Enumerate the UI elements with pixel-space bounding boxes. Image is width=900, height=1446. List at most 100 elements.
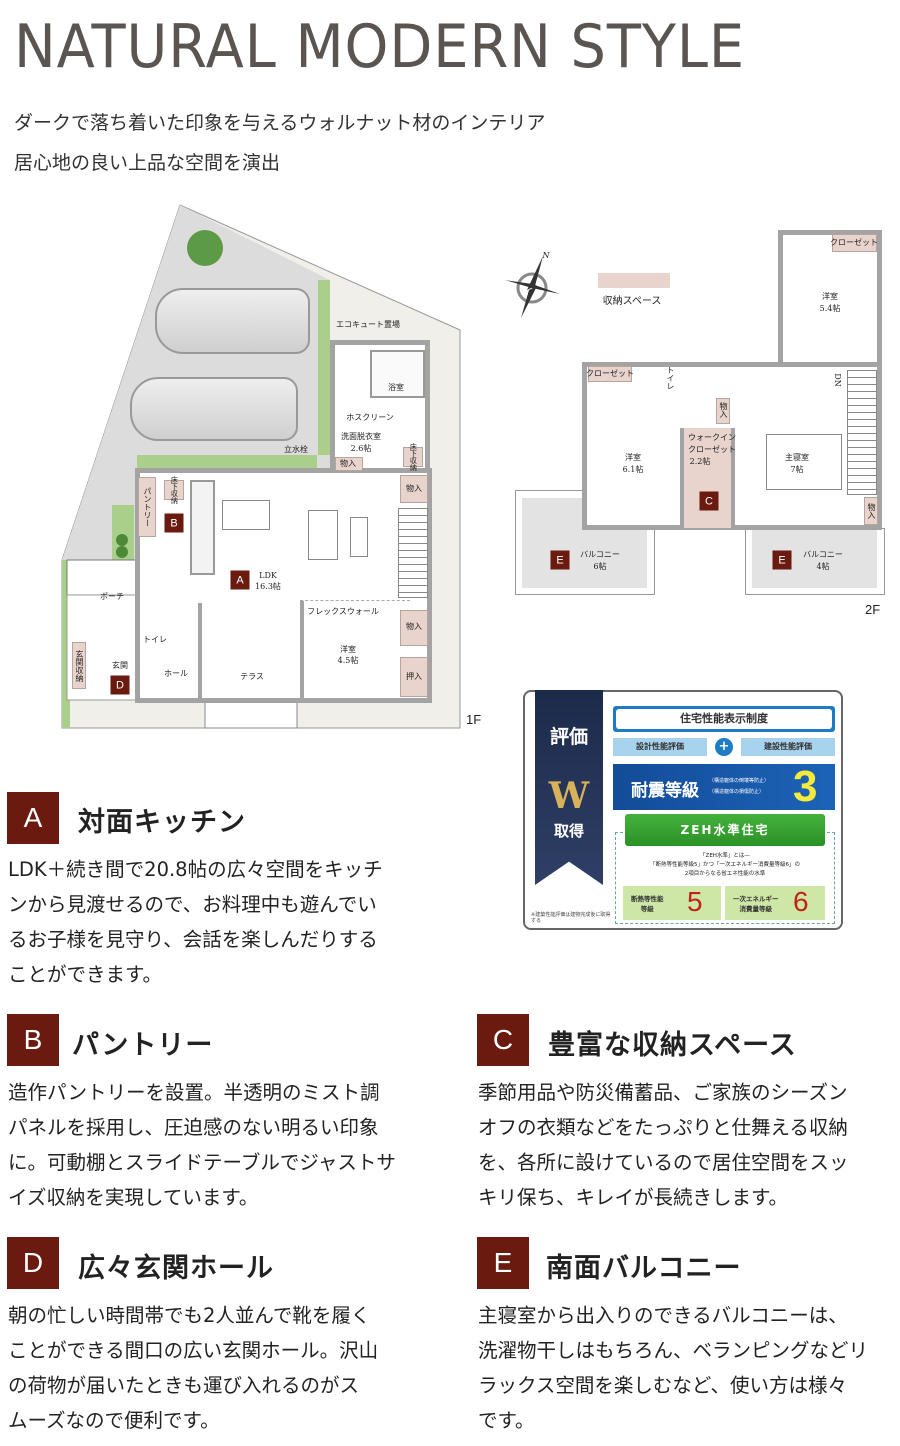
performance-badge: 評価 W 取得 ※建築性能評価は建物完成後に取得する 住宅性能表示制度 設計性能…: [523, 690, 843, 930]
label-underfloor-storage: 床下収納: [409, 443, 418, 471]
section-marker: A: [7, 792, 59, 844]
body-line: キリ保ち、キレイが長続きします。: [478, 1186, 789, 1209]
plus-icon: +: [715, 738, 733, 756]
zeh-banner: ZEH水準住宅: [625, 814, 825, 846]
section-marker: B: [7, 1014, 59, 1066]
body-line: 洗濯物干しはもちろん、ベランピングなどリ: [478, 1339, 869, 1362]
label-ldk-size: 16.3帖: [255, 582, 281, 591]
energy-panel: 一次エネルギー 消費量等級 6: [725, 886, 825, 920]
body-line: です。: [478, 1409, 535, 1432]
subtitle-line-2: 居心地の良い上品な空間を演出: [14, 152, 281, 174]
body-line: ンから見渡せるので、お料理中も遊んでい: [8, 893, 377, 916]
label-western-room: 洋室: [340, 645, 356, 654]
label-toilet: トイレ: [666, 366, 675, 390]
label-walk-in-size: 2.2帖: [689, 457, 711, 466]
body-line: ことができます。: [8, 963, 163, 986]
label-balcony: バルコニー: [580, 550, 620, 559]
quake-panel: 耐震等級 （構造躯体の倒壊等防止） （構造躯体の損傷防止） 3: [613, 762, 835, 811]
body-line: オフの衣類などをたっぷりと仕舞える収納: [478, 1116, 848, 1139]
label-hos-clean: ホスクリーン: [346, 413, 394, 422]
energy-label: 一次エネルギー 消費量等級: [733, 895, 779, 913]
label-faucet: 立水栓: [284, 445, 308, 454]
floor-plan-1f: エコキュート置場 浴室 ホスクリーン 洗面脱衣室 2.6帖 立水栓 物入 床下収…: [0, 0, 500, 740]
floor-label-2f: 2F: [865, 602, 881, 617]
label-pantry: パントリー: [143, 487, 152, 527]
construction-eval: 建設性能評価: [741, 738, 835, 756]
compass-icon: [505, 256, 560, 318]
legend-label: 収納スペース: [602, 295, 662, 307]
section-title: 南面バルコニー: [546, 1253, 742, 1284]
label-hall: ホール: [164, 669, 188, 678]
body-line: るお子様を見守り、会話を楽しんだりする: [8, 928, 378, 951]
label-washroom-size: 2.6帖: [350, 444, 372, 453]
tree-icon: [187, 230, 223, 266]
room-block-2f-north: [778, 230, 882, 367]
body-line: ことができる間口の広い玄関ホール。沢山: [8, 1339, 379, 1362]
label-flex-wall: フレックスウォール: [307, 607, 379, 616]
award-w: W: [548, 775, 590, 817]
section-title: パントリー: [72, 1030, 214, 1061]
insulation-grade: 5: [687, 886, 703, 917]
design-eval: 設計性能評価: [613, 738, 707, 756]
energy-grade: 6: [793, 886, 809, 917]
label-storage: 物入: [406, 484, 422, 493]
insulation-panel: 断熱等性能 等級 5: [623, 886, 721, 920]
body-line: ラックス空間を楽しむなど、使い方は様々: [478, 1374, 847, 1397]
label-porch: ポーチ: [100, 592, 124, 601]
award-sub: 取得: [553, 822, 584, 840]
quake-note: （構造躯体の倒壊等防止）: [709, 778, 770, 784]
ribbon-title: 評価: [549, 726, 588, 748]
body-line: を、各所に設けているので居住空間をスッ: [478, 1151, 849, 1174]
marker-c: C: [699, 491, 719, 511]
label-walk-in-closet: クローゼット: [688, 445, 736, 454]
floor-label-1f: 1F: [466, 712, 482, 727]
body-line: イズ収納を実現しています。: [8, 1186, 259, 1209]
section-marker: E: [477, 1237, 529, 1289]
badge-note: ※建築性能評価は建物完成後に取得する: [531, 912, 611, 924]
section-title: 豊富な収納スペース: [548, 1030, 797, 1061]
stairs: [398, 508, 428, 598]
quake-label: 耐震等級: [631, 781, 699, 801]
house-main: [135, 468, 432, 703]
compass-north: N: [542, 251, 550, 260]
label-balcony: バルコニー: [803, 550, 843, 559]
label-master-bedroom: 主寝室: [785, 453, 809, 462]
sofa-icon: [308, 510, 338, 560]
label-walk-in: ウォークイン: [688, 433, 736, 442]
label-storage: 物入: [406, 622, 422, 631]
section-title: 広々玄関ホール: [78, 1253, 274, 1284]
legend-swatch: [598, 273, 670, 288]
label-eco-cute: エコキュート置場: [336, 320, 400, 329]
zeh-desc: 2項目からなる省エネ性能の水準: [684, 871, 766, 877]
section-marker: C: [477, 1014, 529, 1066]
marker-a: A: [230, 570, 250, 590]
section-marker: D: [7, 1237, 59, 1289]
label-closet: クローゼット: [586, 369, 634, 378]
page-title: NATURAL MODERN STYLE: [14, 12, 746, 82]
insulation-label: 断熱等性能 等級: [631, 895, 664, 913]
label-terrace: テラス: [240, 672, 264, 681]
system-title: 住宅性能表示制度: [616, 709, 832, 729]
zeh-desc: 「断熱等性能等級5」かつ「一次エネルギー消費量等級6」の: [649, 862, 800, 868]
label-down: DN: [833, 373, 842, 387]
label-entrance-storage: 玄関収納: [75, 650, 84, 682]
body-line: 造作パントリーを設置。半透明のミスト調: [8, 1081, 380, 1104]
stairs: [847, 370, 877, 495]
label-toilet: トイレ: [143, 635, 167, 644]
label-washroom: 洗面脱衣室: [341, 432, 381, 441]
label-bath: 浴室: [388, 383, 404, 392]
body-line: に。可動棚とスライドテーブルでジャストサ: [8, 1151, 396, 1174]
label-ldk: LDK: [259, 571, 277, 580]
label-western-room-size: 6.1帖: [622, 465, 644, 474]
body-line: 主寝室から出入りのできるバルコニーは、: [478, 1304, 848, 1327]
label-western-room-size: 4.5帖: [337, 656, 359, 665]
body-line: ムーズなので便利です。: [8, 1409, 220, 1432]
label-storage: 物入: [719, 402, 728, 418]
marker-b: B: [164, 513, 184, 533]
award-ribbon: 評価 W 取得: [535, 690, 603, 885]
label-western-room-size: 5.4帖: [819, 304, 841, 313]
marker-d: D: [110, 675, 130, 695]
quake-note: （構造躯体の損傷防止）: [709, 789, 765, 795]
kitchen-counter: [190, 480, 215, 575]
label-storage: 物入: [340, 459, 356, 468]
